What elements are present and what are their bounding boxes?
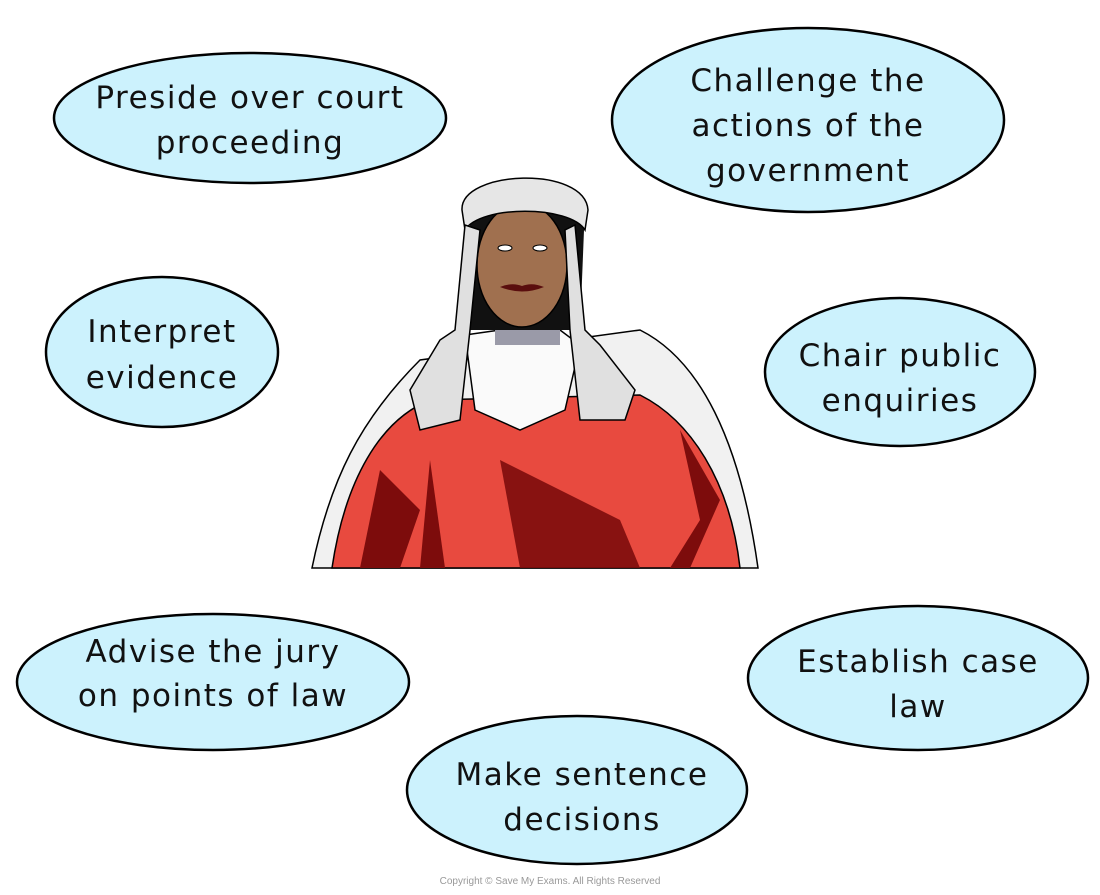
bubble-text: Chair public [799,338,1002,374]
bubble-text: law [889,689,946,725]
bubble-text: government [706,153,910,189]
bubble-text: proceeding [156,125,345,161]
bubble-text: Establish case [797,644,1039,680]
bubble-establish-case-law: Establish case law [746,604,1090,752]
copyright-notice: Copyright © Save My Exams. All Rights Re… [439,876,661,887]
judge-illustration [311,177,759,569]
bubble-chair-public-enquiries: Chair public enquiries [763,296,1037,448]
bubble-interpret-evidence: Interpret evidence [44,275,280,429]
bubble-text: Interpret [87,314,236,350]
bubble-text: evidence [86,360,239,396]
bubble-text: decisions [503,802,660,838]
bubble-make-sentence-decisions: Make sentence decisions [405,714,749,866]
bubble-preside-over-court: Preside over court proceeding [52,51,448,185]
bubble-advise-jury: Advise the jury on points of law [15,612,411,752]
bubble-text: Preside over court [95,80,404,116]
bubble-text: Challenge the [690,63,925,99]
bubble-text: on points of law [78,678,348,714]
bubble-challenge-government: Challenge the actions of the government [610,26,1006,214]
bubble-text: enquiries [822,383,979,419]
bubble-text: actions of the [691,108,924,144]
bubble-text: Make sentence [456,757,709,793]
bubble-text: Advise the jury [86,634,341,670]
